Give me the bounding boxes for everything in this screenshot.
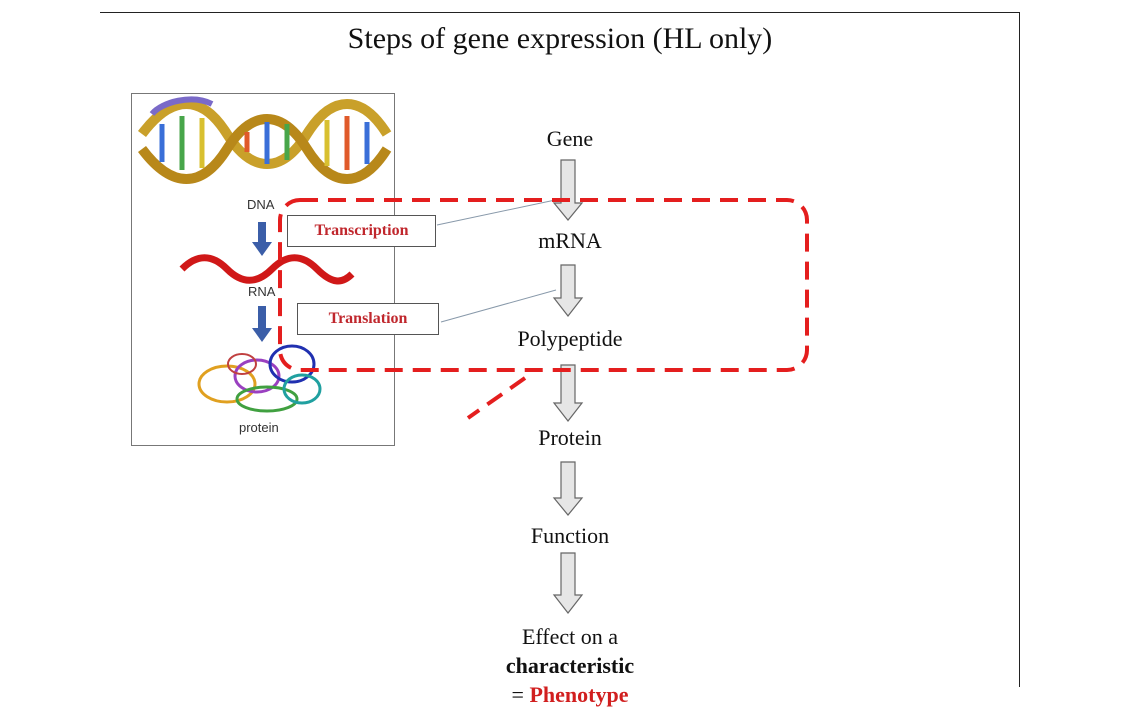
phenotype-label: Phenotype [529, 682, 629, 707]
transcription-connector [436, 198, 561, 226]
highlight-dashed-box [278, 198, 809, 372]
flow-step-mrna: mRNA [538, 228, 602, 253]
dna-to-rna-arrow [252, 222, 272, 256]
flow-arrow-function-effect [552, 552, 584, 614]
protein-structure-image [197, 344, 322, 413]
flow-arrow-protein-function [552, 461, 584, 516]
flow-step-effect: Effect on a characteristic = Phenotype [440, 622, 700, 709]
dna-helix-image [138, 96, 392, 184]
effect-line-1: Effect on a [521, 624, 619, 649]
slide-right-border [1019, 12, 1020, 687]
highlight-dashed-pointer [466, 376, 527, 420]
flow-arrow-gene-mrna [552, 159, 584, 221]
transcription-label-box: Transcription [287, 215, 436, 247]
dna-label: DNA [247, 197, 275, 212]
dna-rna-protein-illustration: DNA RNA protein [131, 93, 395, 446]
effect-equals: = [511, 682, 530, 707]
flow-step-gene: Gene [546, 126, 594, 151]
translation-connector [440, 289, 557, 323]
effect-line-2: characteristic [505, 653, 635, 678]
flow-arrow-mrna-polypeptide [552, 264, 584, 317]
translation-label-box: Translation [297, 303, 439, 335]
flow-step-function: Function [530, 523, 610, 548]
protein-label: protein [239, 420, 279, 435]
effect-line-3: = Phenotype [440, 680, 700, 709]
slide-top-border [100, 12, 1020, 13]
rna-to-protein-arrow [252, 306, 272, 342]
flow-step-polypeptide: Polypeptide [517, 326, 623, 351]
slide-title: Steps of gene expression (HL only) [347, 22, 773, 55]
flow-step-protein: Protein [538, 425, 602, 450]
illustration-graphic [138, 96, 392, 413]
flow-arrow-polypeptide-protein [552, 364, 584, 422]
rna-label: RNA [248, 284, 276, 299]
rna-strand-image [179, 254, 355, 285]
